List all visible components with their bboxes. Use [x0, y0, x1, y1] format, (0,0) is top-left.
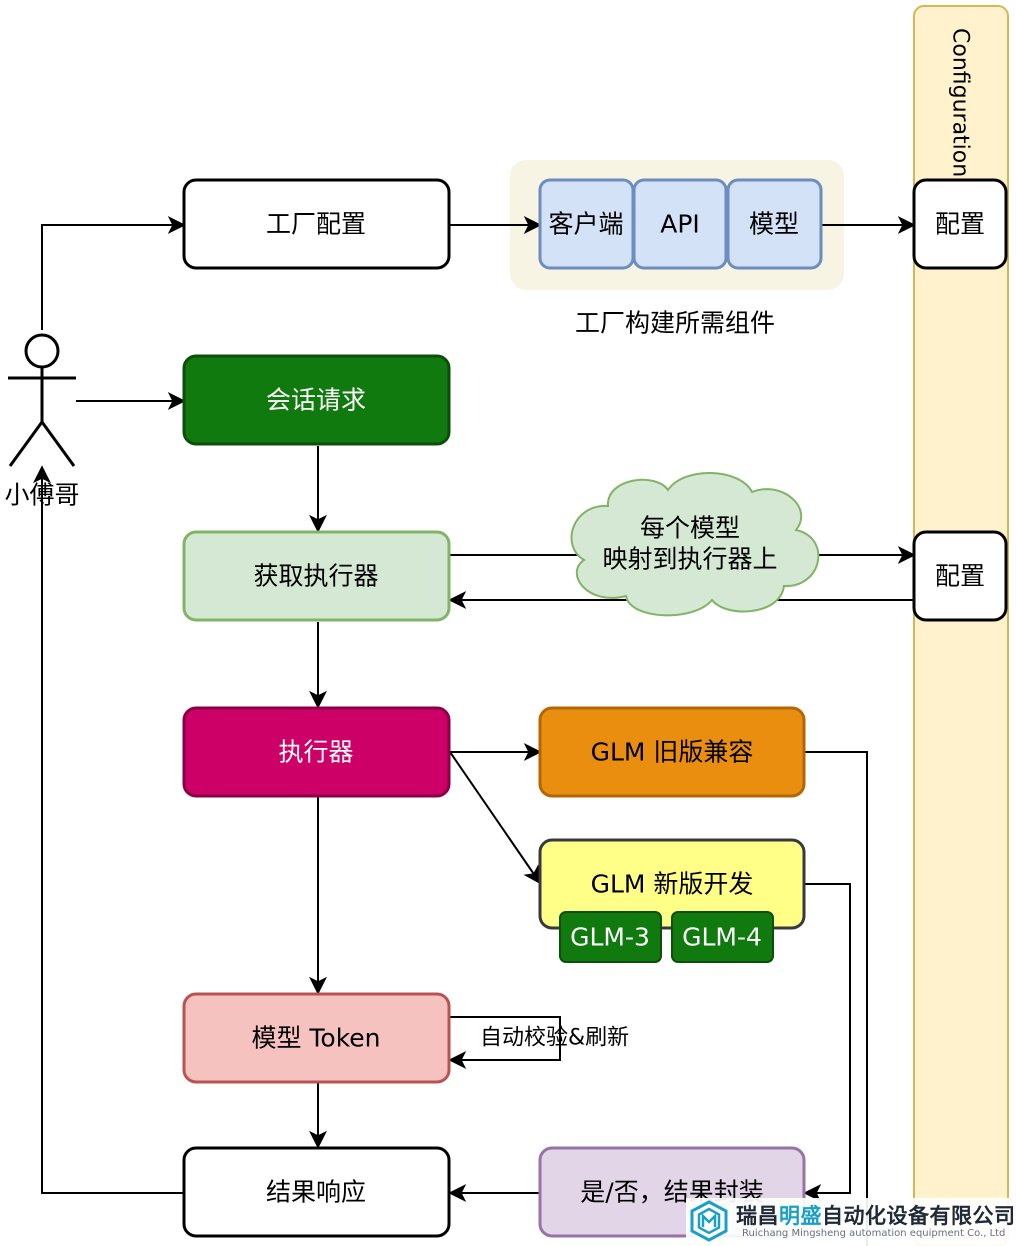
glm-legacy-node[interactable]: GLM 旧版兼容: [538, 706, 806, 798]
edge-actor-to-factory: [41, 216, 186, 330]
result-response-label: 结果响应: [266, 1178, 366, 1207]
glm-legacy-label: GLM 旧版兼容: [591, 738, 754, 767]
edge-token-self-loop: [448, 1016, 561, 1069]
glm3-label: GLM-3: [570, 923, 650, 952]
edge-glm-new-to-wrap: [803, 883, 851, 1202]
glm4-label: GLM-4: [682, 923, 762, 952]
get-executor-node[interactable]: 获取执行器: [182, 530, 451, 622]
executor-label: 执行器: [278, 738, 353, 767]
component-model-label: 模型: [749, 210, 799, 239]
company-watermark: 瑞昌明盛自动化设备有限公司 Ruichang Mingsheng automat…: [686, 1198, 1016, 1246]
component-api[interactable]: API: [632, 178, 728, 270]
model-token-label: 模型 Token: [251, 1024, 380, 1053]
edge-result-to-actor: [33, 465, 184, 1194]
company-logo-icon: [690, 1200, 728, 1242]
actor-label: 小傅哥: [4, 481, 79, 510]
actor-xiaofuge: [8, 333, 76, 467]
model-token-node[interactable]: 模型 Token: [182, 992, 451, 1084]
glm-new-label: GLM 新版开发: [591, 870, 754, 899]
config-mid-label: 配置: [935, 562, 985, 591]
cloud-line1: 每个模型: [640, 514, 740, 543]
component-api-label: API: [660, 210, 700, 239]
edge-glm-legacy-to-wrap: [805, 751, 868, 1246]
company-name-en: Ruichang Mingsheng automation equipment …: [742, 1228, 1006, 1239]
glm4-chip[interactable]: GLM-4: [671, 911, 774, 963]
result-response-node[interactable]: 结果响应: [182, 1146, 451, 1238]
factory-config-label: 工厂配置: [266, 210, 366, 239]
glm-new-node[interactable]: GLM 新版开发: [538, 838, 806, 930]
actor-head: [24, 333, 60, 369]
config-node-mid[interactable]: 配置: [912, 530, 1008, 622]
company-name-highlight: 明盛: [779, 1204, 822, 1228]
config-top-label: 配置: [935, 210, 985, 239]
glm3-chip[interactable]: GLM-3: [559, 911, 662, 963]
swimlane-title: Configuration: [948, 28, 973, 177]
cloud-line2: 映射到执行器上: [602, 545, 777, 574]
self-loop-label: 自动校验&刷新: [480, 1026, 629, 1051]
component-client[interactable]: 客户端: [538, 178, 635, 270]
config-node-top[interactable]: 配置: [912, 178, 1008, 270]
mapping-cloud: 每个模型 映射到执行器上: [570, 472, 820, 617]
session-request-node[interactable]: 会话请求: [182, 354, 451, 446]
company-name-cn: 瑞昌明盛自动化设备有限公司: [736, 1200, 1016, 1230]
factory-config-node[interactable]: 工厂配置: [182, 178, 451, 270]
component-client-label: 客户端: [548, 210, 623, 239]
edge-executor-to-glm-new: [449, 751, 542, 885]
components-caption: 工厂构建所需组件: [575, 309, 775, 338]
session-request-label: 会话请求: [266, 386, 366, 415]
company-name-part1: 瑞昌: [736, 1204, 779, 1228]
company-name-part2: 自动化设备有限公司: [822, 1204, 1016, 1228]
executor-node[interactable]: 执行器: [182, 706, 451, 798]
component-model[interactable]: 模型: [726, 178, 823, 270]
get-executor-label: 获取执行器: [253, 562, 378, 591]
configuration-swimlane: Configuration: [913, 5, 1009, 1246]
